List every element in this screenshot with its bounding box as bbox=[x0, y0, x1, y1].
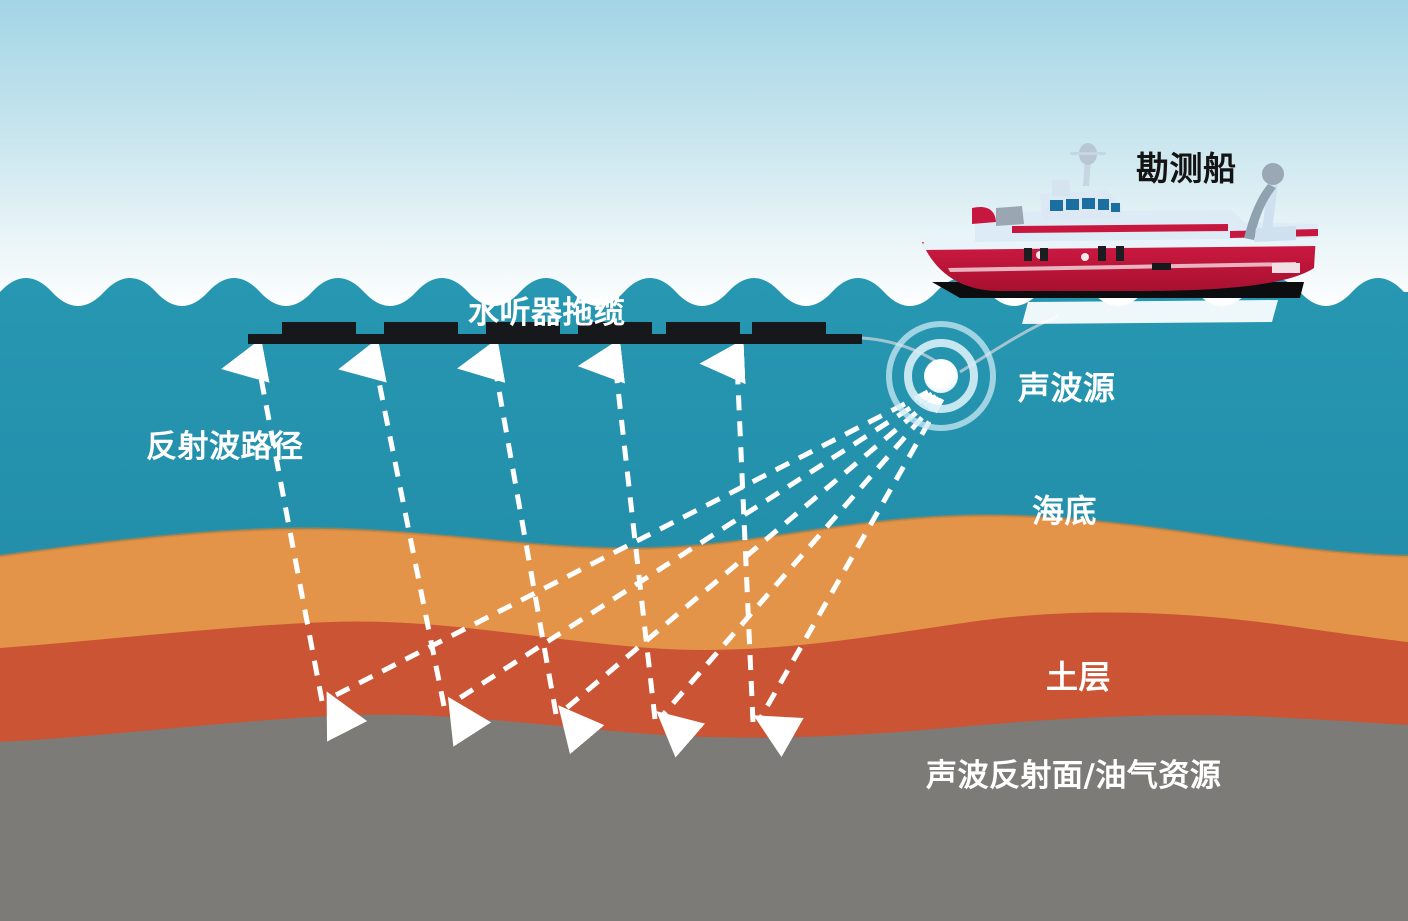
sound-source bbox=[886, 321, 996, 431]
bow-cowl bbox=[972, 206, 996, 224]
hydrophone-pod bbox=[666, 322, 740, 335]
hull-stripe bbox=[948, 262, 1296, 272]
bridge-windows bbox=[1050, 198, 1120, 212]
stern-crane bbox=[1244, 163, 1296, 242]
upgoing-ray bbox=[577, 338, 658, 720]
ship-wake bbox=[1022, 300, 1278, 324]
upgoing-ray bbox=[457, 338, 559, 715]
downgoing-ray bbox=[558, 394, 938, 755]
upgoing-ray bbox=[221, 338, 325, 702]
downgoing-ray bbox=[447, 391, 934, 747]
hydrophone-pod bbox=[578, 322, 652, 335]
survey-ship bbox=[922, 143, 1318, 298]
bedrock-layer bbox=[0, 714, 1408, 921]
deck-window bbox=[1024, 248, 1032, 261]
deck-window bbox=[1040, 248, 1048, 261]
deck-window bbox=[1098, 246, 1106, 261]
deck-grey-box bbox=[996, 206, 1024, 226]
ship-mast bbox=[1070, 143, 1106, 186]
bridge-funnel bbox=[1052, 180, 1070, 196]
hydrophone-pod bbox=[486, 322, 560, 335]
upgoing-ray-paths bbox=[221, 338, 756, 723]
hydrophone-pod bbox=[384, 322, 458, 335]
upgoing-ray bbox=[699, 339, 756, 723]
downgoing-ray bbox=[656, 396, 941, 758]
hydrophone-streamer bbox=[248, 322, 862, 344]
hull-porthole bbox=[1081, 253, 1089, 261]
deck-window bbox=[1116, 246, 1124, 261]
hydrophone-pod bbox=[752, 322, 826, 335]
ship-bridge bbox=[1040, 190, 1122, 220]
upgoing-ray bbox=[338, 338, 447, 707]
hull-panel bbox=[1272, 263, 1300, 273]
downgoing-ray bbox=[753, 397, 945, 758]
deck-red-trim bbox=[1012, 224, 1228, 233]
hydrophone-pod bbox=[282, 322, 356, 335]
hull-vent bbox=[1152, 263, 1171, 270]
